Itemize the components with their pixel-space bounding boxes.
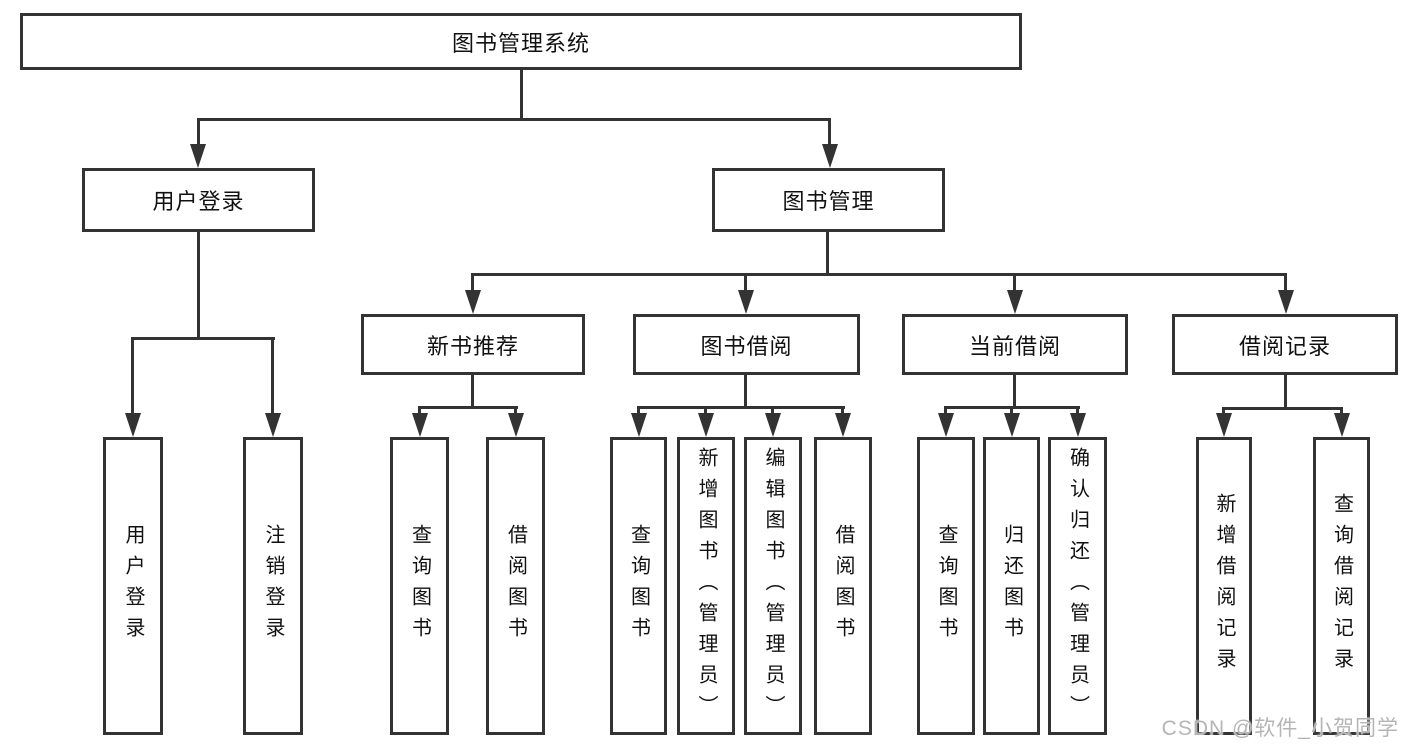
edge-to-leaf-query-book-3 bbox=[944, 406, 947, 413]
arrowhead-icon bbox=[265, 413, 281, 437]
arrowhead-icon bbox=[465, 290, 481, 314]
edge-to-current-borrow bbox=[1013, 273, 1016, 290]
arrowhead-icon bbox=[1070, 413, 1086, 437]
leaf-user-login-label: 用户登录 bbox=[122, 524, 144, 648]
leaf-return-book-label: 归还图书 bbox=[1000, 524, 1023, 648]
edge-borrow-record-rail bbox=[1222, 407, 1343, 410]
arrowhead-icon bbox=[1278, 290, 1294, 314]
leaf-add-borrow-record: 新增借阅记录 bbox=[1196, 437, 1252, 735]
edge-to-leaf-borrow-book-2 bbox=[841, 406, 844, 413]
node-root-label: 图书管理系统 bbox=[451, 30, 590, 56]
edge-to-new-book-recommend bbox=[471, 273, 474, 290]
leaf-borrow-book-1: 借阅图书 bbox=[486, 437, 545, 735]
leaf-logout-label: 注销登录 bbox=[262, 524, 284, 648]
arrowhead-icon bbox=[938, 413, 954, 437]
leaf-add-book-admin-label: 新增图书（管理员） bbox=[695, 446, 717, 726]
leaf-user-login: 用户登录 bbox=[103, 437, 163, 735]
leaf-add-borrow-record-label: 新增借阅记录 bbox=[1213, 493, 1235, 679]
edge-book-management-stem bbox=[826, 232, 829, 273]
leaf-query-book-1-label: 查询图书 bbox=[408, 524, 431, 648]
edge-book-borrow-stem bbox=[744, 375, 747, 406]
leaf-query-book-2-label: 查询图书 bbox=[627, 524, 650, 648]
arrowhead-icon bbox=[1007, 290, 1023, 314]
edge-user-login-rail bbox=[131, 337, 275, 340]
leaf-add-book-admin: 新增图书（管理员） bbox=[677, 437, 735, 735]
node-current-borrow: 当前借阅 bbox=[902, 314, 1128, 375]
edge-to-leaf-add-borrow-record bbox=[1222, 407, 1225, 413]
edge-to-leaf-return-book bbox=[1010, 406, 1013, 413]
leaf-query-book-2: 查询图书 bbox=[610, 437, 667, 735]
edge-root-stem bbox=[520, 70, 523, 118]
edge-to-leaf-user-login bbox=[131, 337, 134, 413]
arrowhead-icon bbox=[1004, 413, 1020, 437]
edge-root-to-book-management bbox=[828, 118, 831, 144]
arrowhead-icon bbox=[631, 413, 647, 437]
arrowhead-icon bbox=[412, 413, 428, 437]
arrowhead-icon bbox=[738, 290, 754, 314]
edge-to-leaf-edit-book bbox=[771, 406, 774, 413]
edge-root-rail bbox=[197, 118, 831, 121]
node-current-borrow-label: 当前借阅 bbox=[968, 333, 1061, 359]
csdn-watermark: CSDN @软件_小贺同学 bbox=[1161, 717, 1399, 740]
edge-to-leaf-add-book bbox=[704, 406, 707, 413]
edge-user-login-stem bbox=[197, 232, 200, 337]
arrowhead-icon bbox=[125, 413, 141, 437]
edge-new-book-recommend-rail bbox=[418, 406, 518, 409]
node-book-borrow: 图书借阅 bbox=[633, 314, 860, 375]
edge-to-leaf-confirm-return bbox=[1076, 406, 1079, 413]
leaf-confirm-return-admin-label: 确认归还（管理员） bbox=[1066, 446, 1089, 726]
edge-to-leaf-query-book-1 bbox=[418, 406, 421, 413]
leaf-edit-book-admin-label: 编辑图书（管理员） bbox=[762, 446, 784, 726]
arrowhead-icon bbox=[508, 413, 524, 437]
edge-new-book-recommend-stem bbox=[471, 375, 474, 406]
leaf-borrow-book-2-label: 借阅图书 bbox=[832, 524, 854, 648]
leaf-edit-book-admin: 编辑图书（管理员） bbox=[744, 437, 802, 735]
leaf-query-borrow-record-label: 查询借阅记录 bbox=[1330, 493, 1353, 679]
leaf-query-book-1: 查询图书 bbox=[390, 437, 449, 735]
edge-book-borrow-rail bbox=[637, 406, 845, 409]
edge-book-management-rail bbox=[471, 273, 1287, 276]
leaf-logout: 注销登录 bbox=[243, 437, 303, 735]
leaf-borrow-book-1-label: 借阅图书 bbox=[504, 524, 527, 648]
node-book-management-label: 图书管理 bbox=[782, 189, 875, 214]
arrowhead-icon bbox=[835, 413, 851, 437]
node-user-login: 用户登录 bbox=[82, 168, 315, 232]
arrowhead-icon bbox=[1334, 413, 1350, 437]
leaf-query-book-3-label: 查询图书 bbox=[935, 524, 957, 648]
node-borrow-record: 借阅记录 bbox=[1172, 314, 1398, 375]
edge-current-borrow-stem bbox=[1013, 375, 1016, 406]
edge-borrow-record-stem bbox=[1284, 375, 1287, 407]
node-borrow-record-label: 借阅记录 bbox=[1238, 333, 1331, 359]
edge-root-to-user-login bbox=[197, 118, 200, 144]
leaf-confirm-return-admin: 确认归还（管理员） bbox=[1048, 437, 1107, 735]
node-new-book-recommend-label: 新书推荐 bbox=[426, 333, 519, 359]
leaf-query-borrow-record: 查询借阅记录 bbox=[1313, 437, 1370, 735]
leaf-return-book: 归还图书 bbox=[983, 437, 1040, 735]
edge-to-leaf-borrow-book-1 bbox=[514, 406, 517, 413]
node-root: 图书管理系统 bbox=[20, 13, 1022, 70]
node-book-management: 图书管理 bbox=[712, 168, 945, 232]
leaf-borrow-book-2: 借阅图书 bbox=[814, 437, 872, 735]
arrowhead-icon bbox=[698, 413, 714, 437]
arrowhead-icon bbox=[1216, 413, 1232, 437]
edge-to-book-borrow bbox=[744, 273, 747, 290]
node-book-borrow-label: 图书借阅 bbox=[700, 333, 793, 359]
arrowhead-icon bbox=[765, 413, 781, 437]
node-new-book-recommend: 新书推荐 bbox=[361, 314, 585, 375]
edge-to-leaf-query-book-2 bbox=[637, 406, 640, 413]
arrowhead-icon bbox=[190, 144, 206, 168]
arrowhead-icon bbox=[822, 144, 838, 168]
node-user-login-label: 用户登录 bbox=[152, 189, 245, 214]
leaf-query-book-3: 查询图书 bbox=[917, 437, 975, 735]
edge-to-borrow-record bbox=[1284, 273, 1287, 290]
edge-to-leaf-logout bbox=[271, 337, 274, 413]
edge-to-leaf-query-borrow-record bbox=[1340, 407, 1343, 413]
